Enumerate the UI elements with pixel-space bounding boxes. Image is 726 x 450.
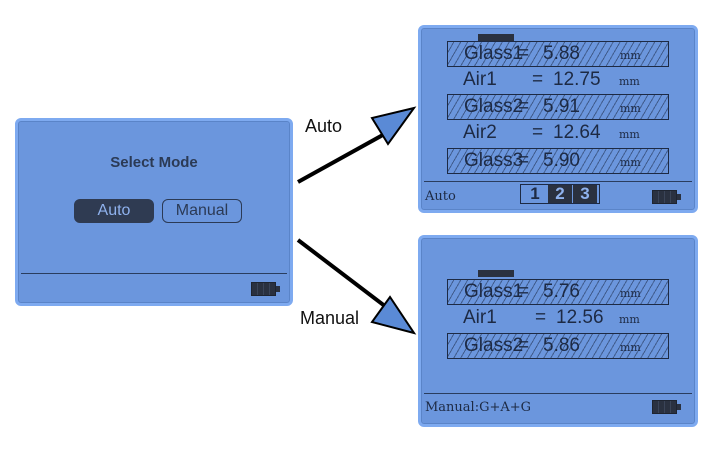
arrow-auto-line: [297, 129, 391, 184]
row-unit: mm: [620, 102, 641, 115]
row-unit: mm: [619, 313, 640, 326]
manual-status-divider: [424, 393, 692, 394]
row-equals: =: [518, 150, 530, 171]
row-value: 5.86: [543, 335, 580, 356]
row-unit: mm: [620, 287, 641, 300]
auto-row-air1: Air1 = 12.75 mm: [447, 68, 669, 94]
page-1[interactable]: 1: [530, 184, 540, 203]
row-label: Glass1: [464, 281, 524, 302]
manual-mode-button[interactable]: Manual: [162, 199, 242, 223]
auto-page-indicator: 1 2 3: [520, 184, 600, 204]
auto-row-glass3: Glass3 = 5.90 mm: [447, 148, 669, 174]
select-mode-screen: [15, 118, 293, 306]
battery-icon: [251, 282, 281, 296]
auto-row-glass2: Glass2 = 5.91 mm: [447, 94, 669, 120]
row-label: Glass3: [464, 150, 524, 171]
row-value: 5.91: [543, 96, 580, 117]
row-equals: =: [518, 43, 530, 64]
arrow-auto-label: Auto: [305, 116, 343, 136]
row-unit: mm: [620, 341, 641, 354]
auto-row-glass1: Glass1 = 5.88 mm: [447, 41, 669, 67]
page-3[interactable]: 3: [573, 185, 597, 203]
row-value: 12.75: [553, 69, 601, 90]
row-label: Glass2: [464, 96, 524, 117]
row-unit: mm: [619, 75, 640, 88]
auto-scroll-indicator: [478, 34, 514, 41]
row-unit: mm: [620, 156, 641, 169]
row-equals: =: [532, 69, 544, 90]
arrow-manual-head: [370, 295, 417, 335]
battery-icon: [652, 190, 682, 204]
manual-result-screen: [418, 235, 698, 427]
arrow-auto-head: [370, 106, 417, 146]
row-label: Air2: [463, 122, 497, 143]
manual-scroll-indicator: [478, 270, 514, 277]
auto-mode-button[interactable]: Auto: [74, 199, 154, 223]
auto-status-divider: [424, 181, 692, 182]
row-unit: mm: [619, 128, 640, 141]
row-value: 5.76: [543, 281, 580, 302]
manual-status-text: Manual:G+A+G: [425, 400, 532, 415]
arrow-manual-label: Manual: [300, 308, 360, 328]
manual-row-glass2: Glass2 = 5.86 mm: [447, 333, 669, 359]
row-value: 12.64: [553, 122, 601, 143]
row-value: 12.56: [556, 307, 604, 328]
arrow-manual-line: [296, 238, 392, 312]
row-equals: =: [518, 281, 530, 302]
auto-status-text: Auto: [425, 189, 456, 204]
select-status-divider: [21, 273, 287, 274]
row-value: 5.90: [543, 150, 580, 171]
row-equals: =: [518, 335, 530, 356]
row-equals: =: [532, 122, 544, 143]
row-label: Air1: [463, 307, 497, 328]
row-label: Air1: [463, 69, 497, 90]
auto-row-air2: Air2 = 12.64 mm: [447, 121, 669, 147]
row-equals: =: [535, 307, 547, 328]
row-equals: =: [518, 96, 530, 117]
row-label: Glass2: [464, 335, 524, 356]
manual-row-glass1: Glass1 = 5.76 mm: [447, 279, 669, 305]
row-value: 5.88: [543, 43, 580, 64]
select-mode-title: Select Mode: [110, 154, 198, 171]
battery-icon: [652, 400, 682, 414]
row-unit: mm: [620, 49, 641, 62]
page-2[interactable]: 2: [548, 185, 572, 203]
manual-row-air1: Air1 = 12.56 mm: [447, 306, 669, 332]
row-label: Glass1: [464, 43, 524, 64]
